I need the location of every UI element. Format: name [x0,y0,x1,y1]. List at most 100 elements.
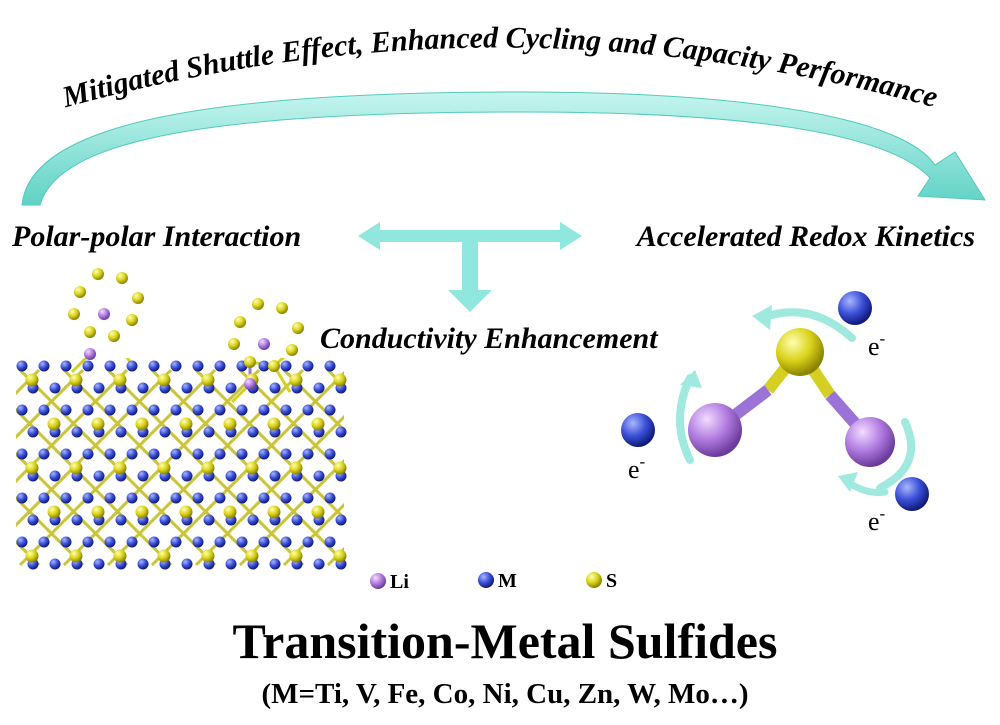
lattice-m-atom [93,470,105,482]
electron-2 [621,413,655,447]
lattice-s-atom [179,505,193,519]
lattice-m-atom [269,470,281,482]
lattice-m-atom [170,536,182,548]
lattice-s-atom [25,373,39,387]
subtitle: (M=Ti, V, Fe, Co, Ni, Cu, Zn, W, Mo…) [261,678,748,710]
lattice-m-atom [214,492,226,504]
lattice-s-atom [25,549,39,563]
lattice-m-atom [258,360,270,372]
electron-label-3: e- [868,504,886,536]
lattice-s-atom [201,461,215,475]
lattice-m-atom [225,382,237,394]
lattice-m-atom [104,404,116,416]
lattice-m-atom [324,492,336,504]
cluster-s-atom [244,356,256,368]
lattice-s-atom [157,373,171,387]
lattice-s-atom [201,549,215,563]
lattice-s-atom [245,549,259,563]
lattice-s-atom [289,461,303,475]
legend-s-label: S [606,570,617,592]
lattice-m-atom [49,382,61,394]
down-arrow [448,242,492,312]
lattice-s-atom [157,461,171,475]
lattice-m-atom [203,426,215,438]
lattice-m-atom [302,448,314,460]
lattice-m-atom [159,426,171,438]
lattice-m-atom [291,426,303,438]
lattice-m-atom [291,514,303,526]
lattice-m-atom [148,536,160,548]
lattice-m-atom [335,514,347,526]
lattice-bond [636,370,831,565]
lattice-m-atom [302,360,314,372]
lattice-m-atom [269,382,281,394]
lattice-m-atom [247,514,259,526]
lattice-s-atom [311,417,325,431]
lattice-m-atom [82,360,94,372]
lattice-bond [504,370,699,565]
interaction-arrows [358,222,582,312]
lattice-s-atom [91,417,105,431]
double-arrow [358,222,582,250]
lattice-s-atom [245,461,259,475]
lattice-m-atom [16,360,28,372]
lattice-m-atom [170,492,182,504]
left-label: Polar-polar Interaction [11,220,301,253]
cluster-s-atom [276,302,288,314]
lattice-m-atom [181,382,193,394]
lattice-m-atom [203,514,215,526]
electron-1 [838,291,872,325]
lattice-m-atom [236,448,248,460]
cluster-s-atom [108,330,120,342]
lattice-m-atom [280,492,292,504]
s-atom [776,328,824,376]
lattice-m-atom [16,448,28,460]
lattice-bond [548,370,743,565]
lattice-bond [282,368,344,433]
lattice-bond [504,370,699,565]
lattice-bond [548,370,743,565]
lattice-m-atom [82,404,94,416]
cluster-li-atom [258,338,270,350]
lattice-s-atom [267,417,281,431]
lattice-m-atom [126,536,138,548]
legend: Li M S [370,570,617,593]
cluster-li-atom [98,308,110,320]
lattice-bond [680,370,875,565]
lattice-bond [372,370,567,565]
lattice-m-atom [302,404,314,416]
lattice-m-atom [60,448,72,460]
lattice-s-atom [179,417,193,431]
lattice-m-atom [258,492,270,504]
lattice-m-atom [192,536,204,548]
lattice-m-atom [280,448,292,460]
lattice-m-atom [126,448,138,460]
lattice-m-atom [214,536,226,548]
lattice-m-atom [71,426,83,438]
li-atom-right [845,417,895,467]
lattice-m-atom [170,448,182,460]
lattice-m-atom [16,492,28,504]
rotation-arrow-bottom-head [838,472,858,492]
lattice-m-atom [71,514,83,526]
lattice-s-atom [311,505,325,519]
lattice-m-atom [126,492,138,504]
rotation-arrow-right [876,418,916,492]
lattice-m-atom [313,382,325,394]
cluster-s-atom [234,316,246,328]
electron-label-2: e- [628,452,646,484]
lattice-m-atom [16,404,28,416]
lattice-m-atom [302,536,314,548]
cluster-s-atom [116,272,128,284]
lattice-m-atom [236,492,248,504]
lattice-s-atom [267,505,281,519]
lattice-m-atom [236,536,248,548]
lattice-s-atom [69,373,83,387]
right-label: Accelerated Redox Kinetics [635,220,975,253]
lattice-s-atom [289,549,303,563]
lattice-m-atom [126,404,138,416]
rotation-arrow-top-head [752,305,772,330]
cluster-s-atom [292,322,304,334]
